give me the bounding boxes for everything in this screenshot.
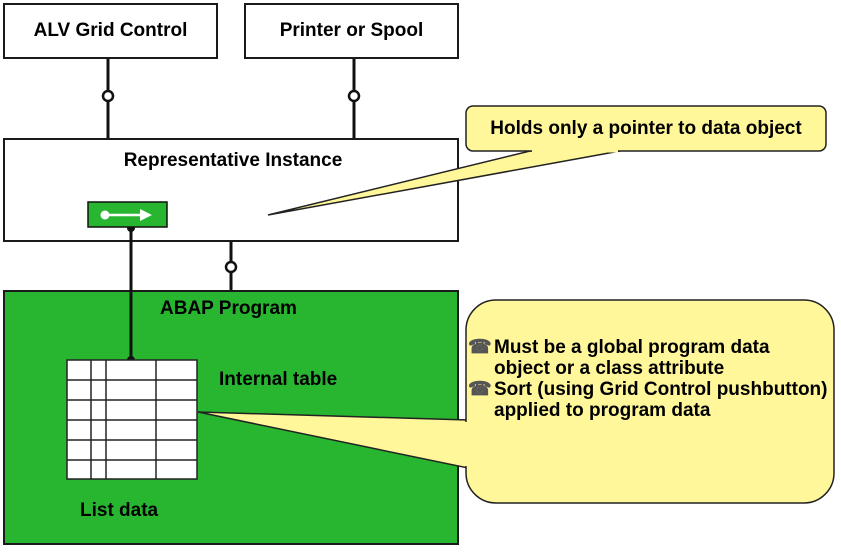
abap-program-label: ABAP Program [160,298,297,319]
alv-interface-icon [101,89,115,103]
internal-table-label: Internal table [219,369,338,390]
pointer-callout-tail [267,150,621,216]
program-callout-text: ☎ Must be a global program data object o… [468,337,834,421]
program-note-item: ☎ Must be a global program data object o… [468,337,834,379]
program-callout-tail [197,411,469,469]
list-data-label: List data [80,500,159,521]
printer-interface-icon [347,89,361,103]
alv-grid-control-box: ALV Grid Control [3,3,218,59]
telephone-icon: ☎ [468,379,492,400]
program-note-text: Sort (using Grid Control pushbutton) app… [494,379,828,421]
alv-grid-control-label: ALV Grid Control [33,20,188,41]
pointer-callout-box [465,105,827,152]
internal-table-icon [66,359,198,480]
telephone-icon: ☎ [468,337,492,358]
printer-spool-label: Printer or Spool [279,20,424,41]
pointer-callout-text: Holds only a pointer to data object [490,118,802,139]
printer-spool-box: Printer or Spool [244,3,459,59]
pointer-arrow-icon [87,201,168,228]
representative-instance-label: Representative Instance [123,150,343,171]
program-interface-icon [224,260,238,274]
program-note-text: Must be a global program data object or … [494,337,770,379]
program-note-item: ☎ Sort (using Grid Control pushbutton) a… [468,379,834,421]
program-callout-box [465,299,835,504]
